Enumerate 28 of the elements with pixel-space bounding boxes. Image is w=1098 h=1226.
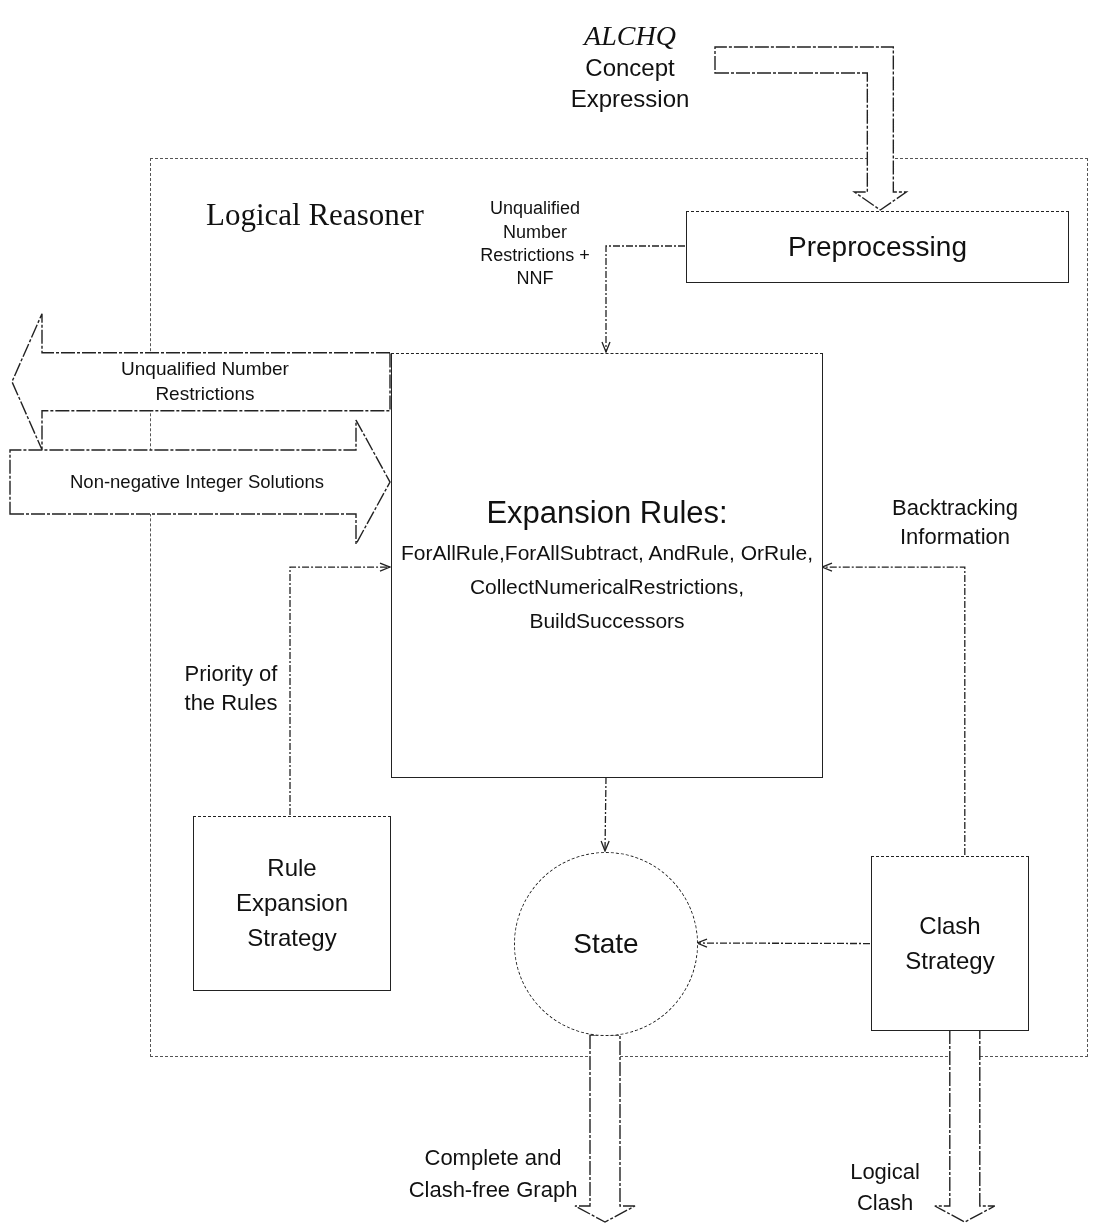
state-label: State [573,928,639,960]
process-label: Rule Expansion Strategy [234,853,350,953]
rules-list: ForAllRule,ForAllSubtract, AndRule, OrRule, CollectNumericalRestrictions, BuildSuccessors [392,536,822,638]
edge-label: Unqualified Number Restrictions [120,357,290,406]
arrow [289,562,391,816]
container-title: Logical Reasoner [206,197,424,233]
process-box [871,856,1029,1031]
arrow [821,562,966,856]
block-arrow [934,1029,996,1223]
arrow [601,245,686,353]
block-arrow [11,313,391,451]
process-box [391,353,823,778]
arrow [600,776,610,852]
input-label: Concept Expression [569,53,691,115]
arrow [696,938,871,948]
edge-label: Priority of the Rules [183,660,279,717]
edge-label: Unqualified Number Restrictions + NNF [479,197,591,291]
process-box [193,816,391,991]
process-label: Clash Strategy [904,910,996,976]
edge-label: Complete and Clash-free Graph [408,1144,578,1204]
concept-language-label: ALCHQ [584,21,676,53]
process-label: Preprocessing [788,231,967,263]
block-arrow [714,46,909,211]
block-arrow [574,1034,636,1223]
edge-label: Logical Clash [849,1158,921,1217]
process-box [686,211,1069,283]
rules-heading: Expansion Rules: [486,493,728,532]
edge-label: Backtracking Information [891,494,1019,551]
